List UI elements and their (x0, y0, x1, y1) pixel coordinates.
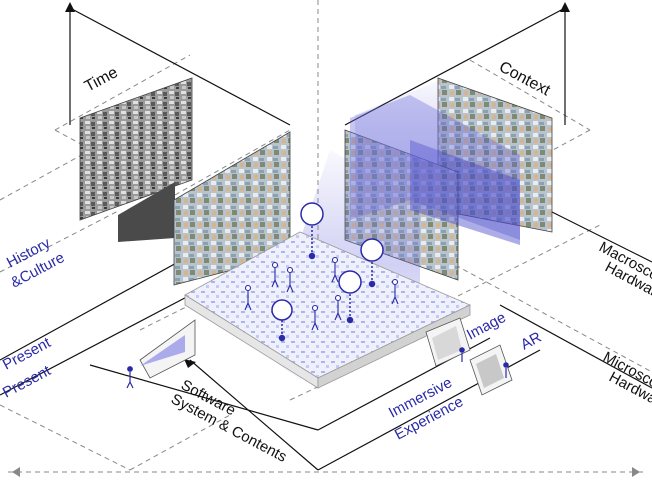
label-context: Context (496, 59, 553, 100)
image-box-icon (425, 317, 471, 367)
person-icon (126, 366, 134, 389)
history-photo-panel (79, 77, 291, 286)
person-icon (286, 266, 294, 293)
person-icon (271, 261, 279, 288)
person-icon (331, 256, 339, 283)
axis-lines (0, 7, 652, 471)
person-icon (391, 278, 399, 305)
label-time: Time (82, 64, 121, 95)
projector-cone-icon (126, 319, 196, 389)
arrow-left-icon (12, 467, 20, 477)
arrow-up-icon (65, 2, 75, 12)
people-figures (244, 256, 399, 331)
arrow-icon (184, 359, 196, 368)
label-image: Image (464, 309, 509, 344)
arrow-right-icon (632, 467, 640, 477)
city-platform (184, 231, 471, 389)
group-markers (271, 202, 384, 342)
arrow-up-icon (560, 2, 570, 12)
person-icon (334, 294, 342, 321)
group-marker-icon (300, 202, 324, 226)
person-icon (244, 284, 252, 311)
person-icon (311, 304, 319, 331)
group-marker-icon (360, 238, 384, 262)
ar-box-icon (469, 344, 513, 396)
group-marker-icon (271, 299, 293, 321)
arrowheads (12, 2, 640, 477)
label-ar: AR (518, 329, 545, 354)
group-marker-icon (338, 270, 362, 294)
